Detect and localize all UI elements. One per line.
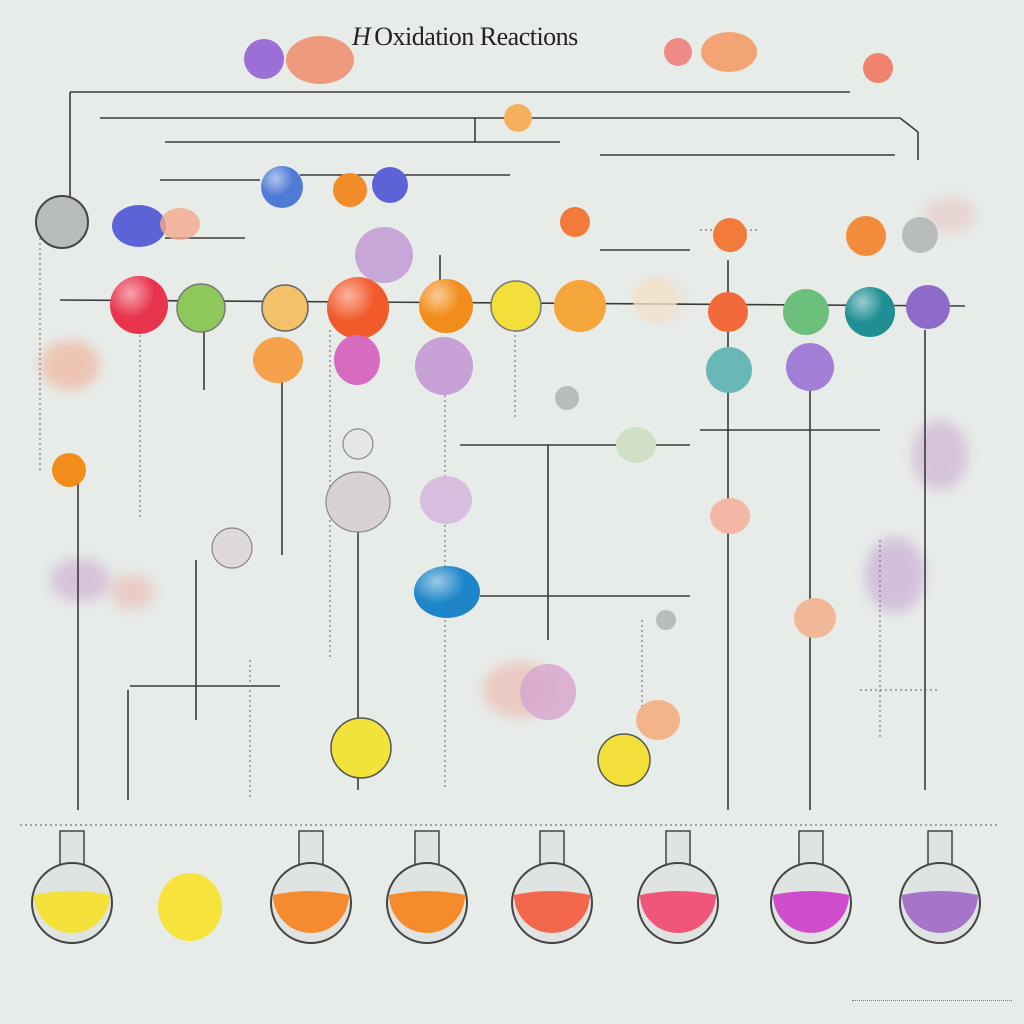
- node-highlights: [110, 166, 895, 618]
- flask-row: [31, 830, 981, 944]
- node-purple-2: [786, 343, 834, 391]
- node-lavender-2: [415, 337, 473, 395]
- node-grey-2: [902, 217, 938, 253]
- node-grey-7: [656, 610, 676, 630]
- node-gold-1: [261, 284, 309, 332]
- node-yellow-2: [330, 717, 392, 779]
- node-grey-3: [342, 428, 374, 460]
- node-grey-1: [35, 195, 89, 249]
- node-peach-3: [794, 598, 836, 638]
- node-grey-6: [211, 527, 253, 569]
- node-peach-4: [636, 700, 680, 740]
- node-blue-3: [112, 205, 166, 247]
- node-grey-5: [555, 386, 579, 410]
- node-purple-1: [906, 285, 950, 329]
- flask-5: [511, 830, 593, 944]
- node-blue-2: [372, 167, 408, 203]
- flask-1: [31, 830, 113, 944]
- flask-liquid: [902, 891, 978, 933]
- node-cream-1: [633, 278, 677, 322]
- node-lavender-4: [520, 664, 576, 720]
- flask-liquid: [514, 891, 590, 933]
- flask-6: [637, 830, 719, 944]
- node-orange-3: [713, 218, 747, 252]
- node-peach-top-right: [701, 32, 757, 72]
- connection-lines: [59, 91, 966, 810]
- flask-liquid: [34, 891, 110, 933]
- node-violet-top: [244, 39, 284, 79]
- title-text: Oxidation Reactions: [374, 22, 578, 51]
- node-sage-1: [616, 427, 656, 463]
- title-mark: H: [352, 22, 371, 51]
- background-smudges: [40, 197, 976, 718]
- flask-liquid: [640, 891, 716, 933]
- flask-2: [158, 873, 222, 941]
- node-yellow-3: [597, 733, 651, 787]
- node-orange-red-2: [708, 292, 748, 332]
- node-magenta-1: [334, 335, 380, 385]
- node-lavender-3: [420, 476, 472, 524]
- node-orange-7: [253, 337, 303, 383]
- node-orange-1: [333, 173, 367, 207]
- node-peach-1: [160, 208, 200, 240]
- flask-4: [386, 830, 468, 944]
- flask-7: [770, 830, 852, 944]
- node-rose-top: [664, 38, 692, 66]
- node-orange-6: [554, 280, 606, 332]
- flask-liquid: [158, 873, 222, 941]
- node-teal-2: [706, 347, 752, 393]
- node-amber-small: [504, 104, 532, 132]
- node-green-1: [176, 283, 226, 333]
- flask-liquid: [273, 891, 349, 933]
- node-grey-4: [325, 471, 391, 533]
- node-green-2: [783, 289, 829, 335]
- node-orange-4: [846, 216, 886, 256]
- flask-8: [899, 830, 981, 944]
- footer-rule: [852, 1000, 1012, 1002]
- node-peach-top: [286, 36, 354, 84]
- node-lavender-1: [355, 227, 413, 283]
- flask-liquid: [389, 891, 465, 933]
- node-yellow-1: [490, 280, 542, 332]
- flask-liquid: [773, 891, 849, 933]
- node-orange-8: [52, 453, 86, 487]
- node-orange-2: [560, 207, 590, 237]
- node-peach-2: [710, 498, 750, 534]
- flask-3: [270, 830, 352, 944]
- node-salmon-top-right: [863, 53, 893, 83]
